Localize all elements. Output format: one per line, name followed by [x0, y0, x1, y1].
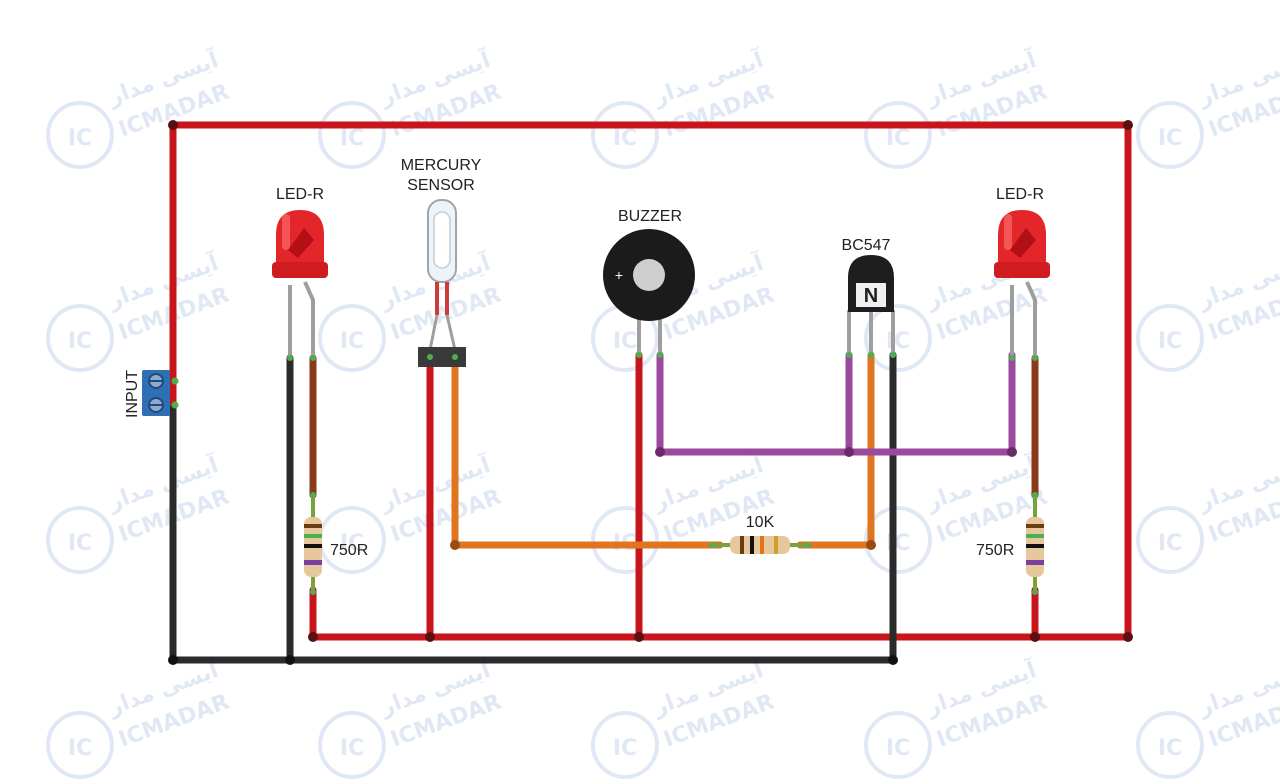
led-left-label: LED-R	[276, 186, 324, 203]
watermark-badge: IC	[1158, 531, 1182, 556]
power-wire-bottom	[309, 586, 1132, 641]
watermark-badge: IC	[613, 126, 637, 151]
resistor-left-label: 750R	[330, 542, 368, 559]
watermark-badge: IC	[613, 329, 637, 354]
watermark-badge: IC	[340, 126, 364, 151]
watermark-badge: IC	[68, 736, 92, 761]
led-right	[994, 210, 1050, 361]
resistor-base-label: 10K	[746, 514, 775, 531]
mercury-sensor	[418, 199, 466, 367]
transistor-label: BC547	[842, 237, 891, 254]
resistor-right-750r	[1026, 492, 1044, 595]
transistor-bc547: N	[846, 255, 896, 358]
mercury-sensor-label-line2: SENSOR	[407, 177, 475, 194]
led-left	[272, 210, 328, 361]
watermark-badge: IC	[886, 126, 910, 151]
mercury-sensor-label-line1: MERCURY	[401, 157, 482, 174]
resistor-base-10k	[709, 536, 811, 554]
buzzer-label: BUZZER	[618, 208, 682, 225]
transistor-symbol: N	[864, 285, 878, 307]
resistor-left-750r	[304, 492, 322, 595]
watermark-badge: IC	[613, 736, 637, 761]
watermark-badge: IC	[886, 736, 910, 761]
junction-dots	[168, 120, 1133, 642]
buzzer-plus-sign: +	[615, 267, 623, 283]
buzzer: +	[603, 229, 695, 358]
watermark-badge: IC	[340, 329, 364, 354]
input-terminal-block	[142, 370, 179, 416]
ground-wires	[169, 351, 897, 664]
watermark-badge: IC	[340, 736, 364, 761]
input-label: INPUT	[124, 370, 141, 418]
watermark-badge: IC	[1158, 736, 1182, 761]
watermark-badge: IC	[340, 531, 364, 556]
watermark-badge: IC	[68, 531, 92, 556]
power-wire-top	[169, 121, 1132, 641]
led-right-label: LED-R	[996, 186, 1044, 203]
resistor-right-label: 750R	[976, 542, 1014, 559]
watermark-badge: IC	[1158, 126, 1182, 151]
watermark-badge: IC	[886, 329, 910, 354]
purple-wire	[656, 351, 1016, 456]
ground-wire-main	[169, 351, 897, 664]
watermark-badge: IC	[1158, 329, 1182, 354]
watermark-badge: IC	[68, 329, 92, 354]
watermark-badge: IC	[886, 531, 910, 556]
watermark-badge: IC	[68, 126, 92, 151]
